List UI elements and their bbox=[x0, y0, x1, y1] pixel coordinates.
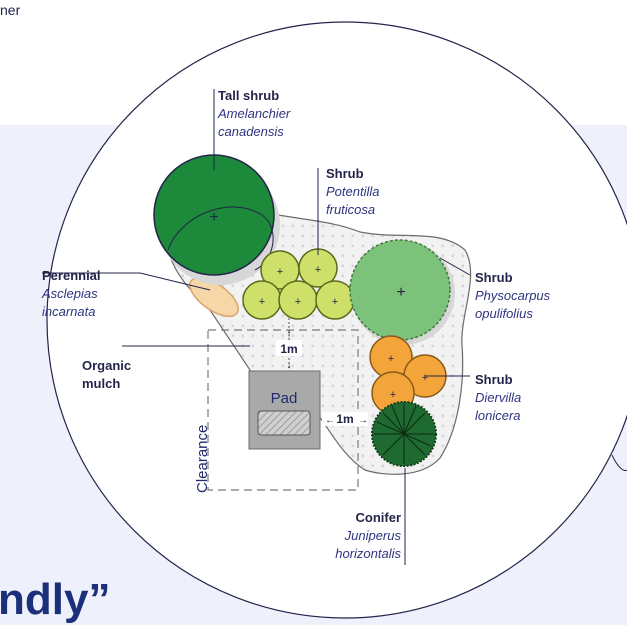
label-tall-shrub: Tall shrub Amelanchier canadensis bbox=[217, 88, 291, 139]
svg-text:horizontalis: horizontalis bbox=[335, 546, 401, 561]
label-shrub-diervilla: Shrub Diervilla lonicera bbox=[475, 372, 521, 423]
svg-text:Physocarpus: Physocarpus bbox=[475, 288, 551, 303]
cut-off-top-text: ner bbox=[0, 2, 21, 18]
dimension-side-bg bbox=[322, 412, 368, 426]
svg-text:+: + bbox=[390, 389, 396, 401]
label-shrub-physocarpus: Shrub Physocarpus opulifolius bbox=[475, 270, 551, 321]
arrow-left-icon: ← bbox=[325, 415, 335, 426]
svg-text:+: + bbox=[332, 296, 338, 308]
label-perennial: Perennial Asclepias incarnata bbox=[41, 268, 101, 319]
svg-text:+: + bbox=[277, 266, 283, 278]
perennial-plant bbox=[189, 276, 239, 318]
svg-text:Asclepias: Asclepias bbox=[41, 286, 98, 301]
svg-text:mulch: mulch bbox=[82, 376, 120, 391]
svg-text:incarnata: incarnata bbox=[42, 304, 95, 319]
pad bbox=[248, 370, 321, 450]
dimension-top-label: 1m bbox=[280, 342, 297, 356]
label-organic-mulch: Organic mulch bbox=[82, 358, 131, 391]
svg-text:Shrub: Shrub bbox=[475, 270, 513, 285]
svg-text:Amelanchier: Amelanchier bbox=[217, 106, 291, 121]
svg-text:Perennial: Perennial bbox=[42, 268, 101, 283]
dimension-side-label: 1m bbox=[336, 412, 353, 426]
svg-text:Conifer: Conifer bbox=[356, 510, 402, 525]
svg-text:+: + bbox=[259, 296, 265, 308]
svg-text:+: + bbox=[295, 296, 301, 308]
clearance-label: Clearance bbox=[194, 425, 211, 493]
svg-text:Potentilla: Potentilla bbox=[326, 184, 379, 199]
arrow-right-icon: → bbox=[358, 415, 368, 426]
arrow-down-icon: ↓ bbox=[287, 360, 292, 371]
svg-text:+: + bbox=[422, 372, 428, 384]
physocarpus-center: + bbox=[396, 284, 405, 301]
cut-off-bottom-heading: ndly” bbox=[0, 575, 111, 624]
svg-text:Diervilla: Diervilla bbox=[475, 390, 521, 405]
label-shrub-potentilla: Shrub Potentilla fruticosa bbox=[326, 166, 379, 217]
tall-shrub-center: + bbox=[209, 209, 218, 226]
dimension-top-bg bbox=[276, 340, 302, 356]
svg-text:+: + bbox=[315, 264, 321, 276]
clearance-zone bbox=[207, 329, 359, 491]
pad-label: Pad bbox=[271, 390, 298, 407]
label-conifer: Conifer Juniperus horizontalis bbox=[335, 510, 401, 561]
conifer-plant bbox=[371, 401, 437, 467]
svg-text:canadensis: canadensis bbox=[218, 124, 284, 139]
leader-lines bbox=[42, 89, 471, 565]
physocarpus-canopy bbox=[349, 239, 451, 341]
svg-text:+: + bbox=[388, 353, 394, 365]
svg-text:opulifolius: opulifolius bbox=[475, 306, 533, 321]
svg-text:Shrub: Shrub bbox=[326, 166, 364, 181]
pad-hatch bbox=[257, 410, 311, 436]
svg-text:Shrub: Shrub bbox=[475, 372, 513, 387]
arrow-up-icon: ↑ bbox=[287, 329, 292, 340]
edge-curve bbox=[611, 454, 627, 471]
svg-text:fruticosa: fruticosa bbox=[326, 202, 375, 217]
svg-text:Juniperus: Juniperus bbox=[344, 528, 402, 543]
potentilla-shrubs: + + + + + bbox=[242, 248, 355, 320]
svg-text:lonicera: lonicera bbox=[475, 408, 521, 423]
svg-text:Organic: Organic bbox=[82, 358, 131, 373]
svg-text:Tall shrub: Tall shrub bbox=[218, 88, 279, 103]
